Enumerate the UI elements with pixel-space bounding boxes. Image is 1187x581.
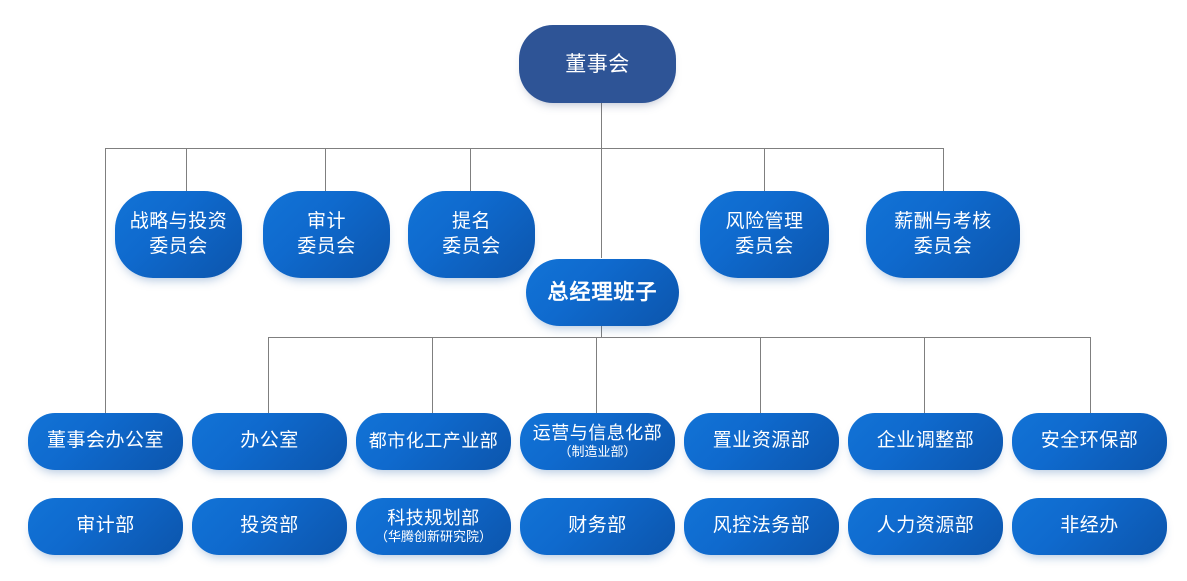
node-dept-urban-chemical-industry[interactable]: 都市化工产业部 [356, 413, 511, 470]
node-dept-human-resources[interactable]: 人力资源部 [848, 498, 1003, 555]
node-label: 投资部 [240, 515, 299, 537]
node-dept-enterprise-restructuring[interactable]: 企业调整部 [848, 413, 1003, 470]
node-dept-office[interactable]: 办公室 [192, 413, 347, 470]
node-board-of-directors[interactable]: 董事会 [519, 25, 676, 103]
node-dept-investment[interactable]: 投资部 [192, 498, 347, 555]
node-general-manager-team[interactable]: 总经理班子 [526, 259, 679, 326]
connector-drop-committee-nomination [470, 148, 471, 191]
node-label: 办公室 [240, 430, 299, 452]
node-dept-safety-environmental[interactable]: 安全环保部 [1012, 413, 1167, 470]
node-committee-nomination[interactable]: 提名 委员会 [408, 191, 535, 278]
node-label-line1: 战略与投资 [129, 211, 228, 233]
node-label: 安全环保部 [1040, 430, 1139, 452]
node-label-line1: 审计 [306, 211, 346, 233]
node-label: 科技规划部 [387, 508, 480, 529]
connector-drop-committee-audit [325, 148, 326, 191]
node-label: 总经理班子 [547, 280, 658, 305]
connector-committee-bus [105, 148, 944, 149]
node-label: 都市化工产业部 [368, 430, 499, 451]
node-committee-audit[interactable]: 审计 委员会 [263, 191, 390, 278]
connector-drop-dept-5 [924, 337, 925, 414]
node-label: 风控法务部 [712, 515, 811, 537]
node-label: 人力资源部 [876, 515, 975, 537]
node-dept-finance[interactable]: 财务部 [520, 498, 675, 555]
node-committee-compensation-assessment[interactable]: 薪酬与考核 委员会 [866, 191, 1020, 278]
connector-gm-stem [601, 326, 602, 338]
connector-drop-dept-6 [1090, 337, 1091, 414]
node-dept-risk-control-legal[interactable]: 风控法务部 [684, 498, 839, 555]
node-label: 非经办 [1060, 515, 1119, 537]
connector-department-bus [268, 337, 1091, 338]
connector-drop-committee-risk [764, 148, 765, 191]
connector-drop-committee-compensation [943, 148, 944, 191]
node-label-line2: 委员会 [735, 235, 794, 257]
connector-root-stem [601, 103, 602, 148]
connector-drop-dept-1 [268, 337, 269, 414]
node-label-line1: 提名 [451, 211, 491, 233]
node-label: 董事会 [565, 51, 630, 76]
node-label-line1: 风险管理 [725, 211, 804, 233]
node-label-line2: 委员会 [149, 235, 208, 257]
connector-drop-dept-3 [596, 337, 597, 414]
node-dept-audit[interactable]: 审计部 [28, 498, 183, 555]
node-sublabel: （华腾创新研究院） [374, 529, 492, 545]
connector-drop-committee-strategy [186, 148, 187, 191]
node-label: 董事会办公室 [46, 430, 164, 452]
node-label-line2: 委员会 [297, 235, 356, 257]
node-label: 财务部 [568, 515, 627, 537]
node-dept-technology-planning[interactable]: 科技规划部 （华腾创新研究院） [356, 498, 511, 555]
node-dept-property-resources[interactable]: 置业资源部 [684, 413, 839, 470]
node-label: 运营与信息化部 [532, 423, 663, 444]
connector-drop-gm [601, 148, 602, 258]
connector-drop-dept-2 [432, 337, 433, 414]
node-label: 企业调整部 [876, 430, 975, 452]
connector-drop-dept-4 [760, 337, 761, 414]
node-label-line2: 委员会 [913, 235, 973, 257]
node-dept-operations-informatization[interactable]: 运营与信息化部 （制造业部） [520, 413, 675, 470]
node-label: 审计部 [76, 515, 135, 537]
node-label-line2: 委员会 [442, 235, 501, 257]
node-dept-non-operating-office[interactable]: 非经办 [1012, 498, 1167, 555]
node-label-line1: 薪酬与考核 [894, 211, 992, 233]
node-committee-strategy-investment[interactable]: 战略与投资 委员会 [115, 191, 242, 278]
node-dept-board-office[interactable]: 董事会办公室 [28, 413, 183, 470]
node-committee-risk-management[interactable]: 风险管理 委员会 [700, 191, 829, 278]
connector-drop-board-office [105, 148, 106, 414]
node-label: 置业资源部 [712, 430, 811, 452]
node-sublabel: （制造业部） [558, 444, 637, 460]
